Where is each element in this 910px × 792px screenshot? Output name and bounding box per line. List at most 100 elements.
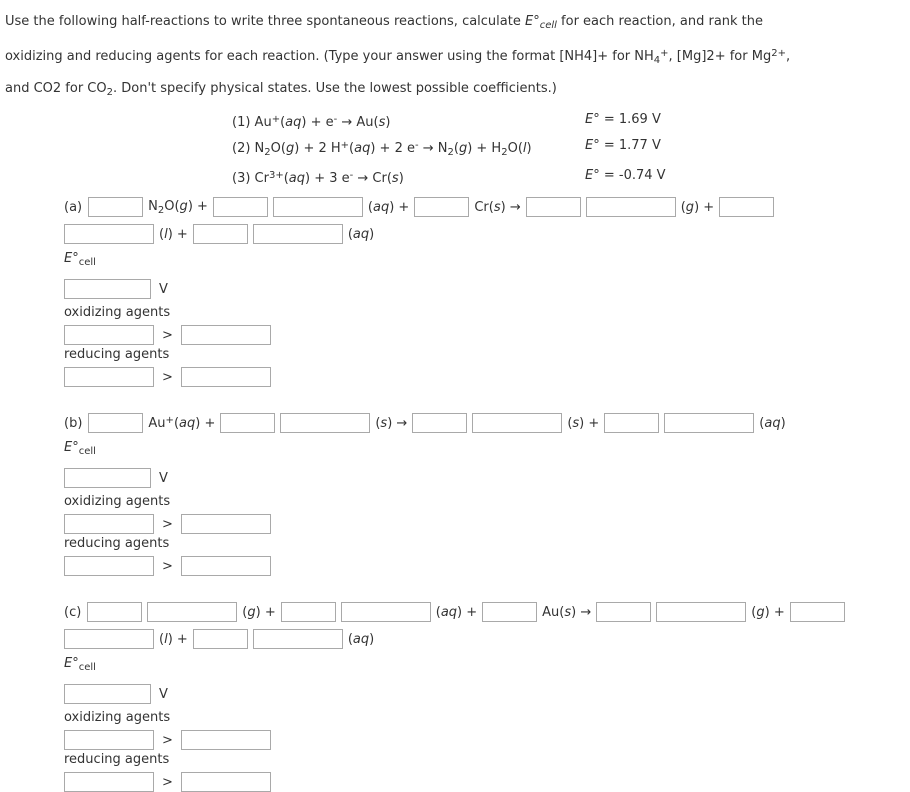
- oxidizing-agents-label: oxidizing agents: [64, 305, 171, 320]
- oxidizing-agent-weaker-input[interactable]: [180, 730, 271, 750]
- species-input[interactable]: [664, 413, 755, 433]
- section-c-equation-row-1: (c) (g) + (aq) + Au(s) → (g) +: [64, 602, 910, 622]
- coefficient-input[interactable]: [719, 197, 775, 217]
- oxidizing-agents-label: oxidizing agents: [64, 710, 171, 725]
- half-reactions-list: (1) Au+(aq) + e- → Au(s) E° = 1.69 V (2)…: [232, 108, 910, 190]
- state-label-l-plus: (l) +: [159, 631, 188, 647]
- section-a-label: (a): [64, 199, 83, 215]
- species-input[interactable]: [472, 413, 563, 433]
- half-reaction-3-potential: E° = -0.74 V: [585, 168, 666, 183]
- state-label-s-arrow: (s) →: [375, 415, 408, 431]
- coefficient-input[interactable]: [604, 413, 660, 433]
- state-label-s-plus: (s) +: [567, 415, 600, 431]
- section-a-ecell-row: V: [64, 279, 910, 299]
- coefficient-input[interactable]: [482, 602, 538, 622]
- problem-statement: Use the following half-reactions to writ…: [5, 8, 910, 107]
- species-label-n2o: N2O(g) +: [148, 198, 208, 216]
- section-c: (c) (g) + (aq) + Au(s) → (g) + (l) + (a: [64, 602, 910, 792]
- section-b-oxidizing-row: >: [64, 514, 910, 534]
- coefficient-input[interactable]: [88, 413, 144, 433]
- ecell-value-input[interactable]: [64, 684, 151, 704]
- species-label-au-s-arrow: Au(s) →: [542, 604, 592, 620]
- reducing-agents-label: reducing agents: [64, 752, 170, 767]
- state-label-g-plus: (g) +: [242, 604, 276, 620]
- section-c-label: (c): [64, 604, 82, 620]
- section-b-ecell-row: V: [64, 468, 910, 488]
- state-label-aq-plus: (aq) +: [435, 604, 478, 620]
- species-input[interactable]: [280, 413, 371, 433]
- state-label-aq: (aq): [347, 631, 375, 647]
- species-label-au-plus: Au+(aq) +: [148, 415, 216, 431]
- coefficient-input[interactable]: [192, 224, 248, 244]
- half-reaction-row-2: (2) N2O(g) + 2 H+(aq) + 2 e- → N2(g) + H…: [232, 134, 910, 164]
- species-input[interactable]: [340, 602, 431, 622]
- oxidizing-agent-stronger-input[interactable]: [64, 514, 154, 534]
- species-input[interactable]: [64, 629, 154, 649]
- half-reaction-2-equation: (2) N2O(g) + 2 H+(aq) + 2 e- → N2(g) + H…: [232, 140, 532, 158]
- ecell-label: E°cell: [64, 656, 96, 673]
- comparator-label: >: [162, 774, 173, 790]
- state-label-l-plus: (l) +: [159, 226, 188, 242]
- coefficient-input[interactable]: [88, 197, 144, 217]
- half-reaction-row-3: (3) Cr3+(aq) + 3 e- → Cr(s) E° = -0.74 V: [232, 164, 910, 190]
- reducing-agent-weaker-input[interactable]: [180, 367, 271, 387]
- section-a-reducing-row: >: [64, 367, 910, 387]
- section-a: (a) N2O(g) + (aq) + Cr(s) → (g) + (l) + …: [64, 197, 910, 387]
- state-label-aq: (aq): [759, 415, 786, 431]
- problem-statement-line-2: oxidizing and reducing agents for each r…: [5, 48, 791, 66]
- species-input[interactable]: [585, 197, 676, 217]
- section-a-equation-row-2: (l) + (aq): [64, 224, 910, 244]
- ecell-value-input[interactable]: [64, 468, 151, 488]
- species-label-cr-arrow: Cr(s) →: [474, 199, 521, 215]
- coefficient-input[interactable]: [280, 602, 336, 622]
- state-label-g-plus: (g) +: [680, 199, 715, 215]
- oxidizing-agent-weaker-input[interactable]: [180, 514, 271, 534]
- oxidizing-agent-stronger-input[interactable]: [64, 730, 154, 750]
- state-label-aq: (aq): [347, 226, 375, 242]
- species-input[interactable]: [252, 629, 343, 649]
- species-input[interactable]: [64, 224, 154, 244]
- coefficient-input[interactable]: [789, 602, 845, 622]
- species-input[interactable]: [272, 197, 363, 217]
- coefficient-input[interactable]: [220, 413, 276, 433]
- comparator-label: >: [162, 516, 173, 532]
- state-label-aq-plus: (aq) +: [367, 199, 410, 215]
- reducing-agent-stronger-input[interactable]: [64, 772, 154, 792]
- oxidizing-agent-stronger-input[interactable]: [64, 325, 154, 345]
- section-b: (b) Au+(aq) + (s) → (s) + (aq) E°cell V …: [64, 413, 910, 576]
- section-c-reducing-row: >: [64, 772, 910, 792]
- coefficient-input[interactable]: [192, 629, 248, 649]
- reducing-agent-stronger-input[interactable]: [64, 556, 154, 576]
- species-input[interactable]: [147, 602, 238, 622]
- coefficient-input[interactable]: [212, 197, 268, 217]
- half-reaction-row-1: (1) Au+(aq) + e- → Au(s) E° = 1.69 V: [232, 108, 910, 134]
- comparator-label: >: [162, 327, 173, 343]
- oxidizing-agents-label: oxidizing agents: [64, 494, 171, 509]
- ecell-value-input[interactable]: [64, 279, 151, 299]
- coefficient-input[interactable]: [412, 413, 468, 433]
- reducing-agent-stronger-input[interactable]: [64, 367, 154, 387]
- section-c-oxidizing-row: >: [64, 730, 910, 750]
- problem-statement-line-3: and CO2 for CO2. Don't specify physical …: [5, 81, 557, 98]
- half-reaction-3-equation: (3) Cr3+(aq) + 3 e- → Cr(s): [232, 170, 404, 186]
- coefficient-input[interactable]: [525, 197, 581, 217]
- ecell-label: E°cell: [64, 440, 96, 457]
- coefficient-input[interactable]: [87, 602, 143, 622]
- reducing-agent-weaker-input[interactable]: [180, 772, 271, 792]
- oxidizing-agent-weaker-input[interactable]: [180, 325, 271, 345]
- problem-statement-line-1: Use the following half-reactions to writ…: [5, 14, 764, 31]
- reducing-agents-label: reducing agents: [64, 347, 170, 362]
- section-c-ecell-row: V: [64, 684, 910, 704]
- volt-unit-label: V: [159, 686, 168, 702]
- coefficient-input[interactable]: [596, 602, 652, 622]
- half-reaction-1-equation: (1) Au+(aq) + e- → Au(s): [232, 114, 391, 130]
- volt-unit-label: V: [159, 281, 168, 297]
- ecell-label: E°cell: [64, 251, 96, 268]
- reducing-agent-weaker-input[interactable]: [180, 556, 271, 576]
- half-reaction-2-potential: E° = 1.77 V: [585, 138, 661, 153]
- section-c-equation-row-2: (l) + (aq): [64, 629, 910, 649]
- species-input[interactable]: [656, 602, 747, 622]
- coefficient-input[interactable]: [414, 197, 470, 217]
- species-input[interactable]: [252, 224, 343, 244]
